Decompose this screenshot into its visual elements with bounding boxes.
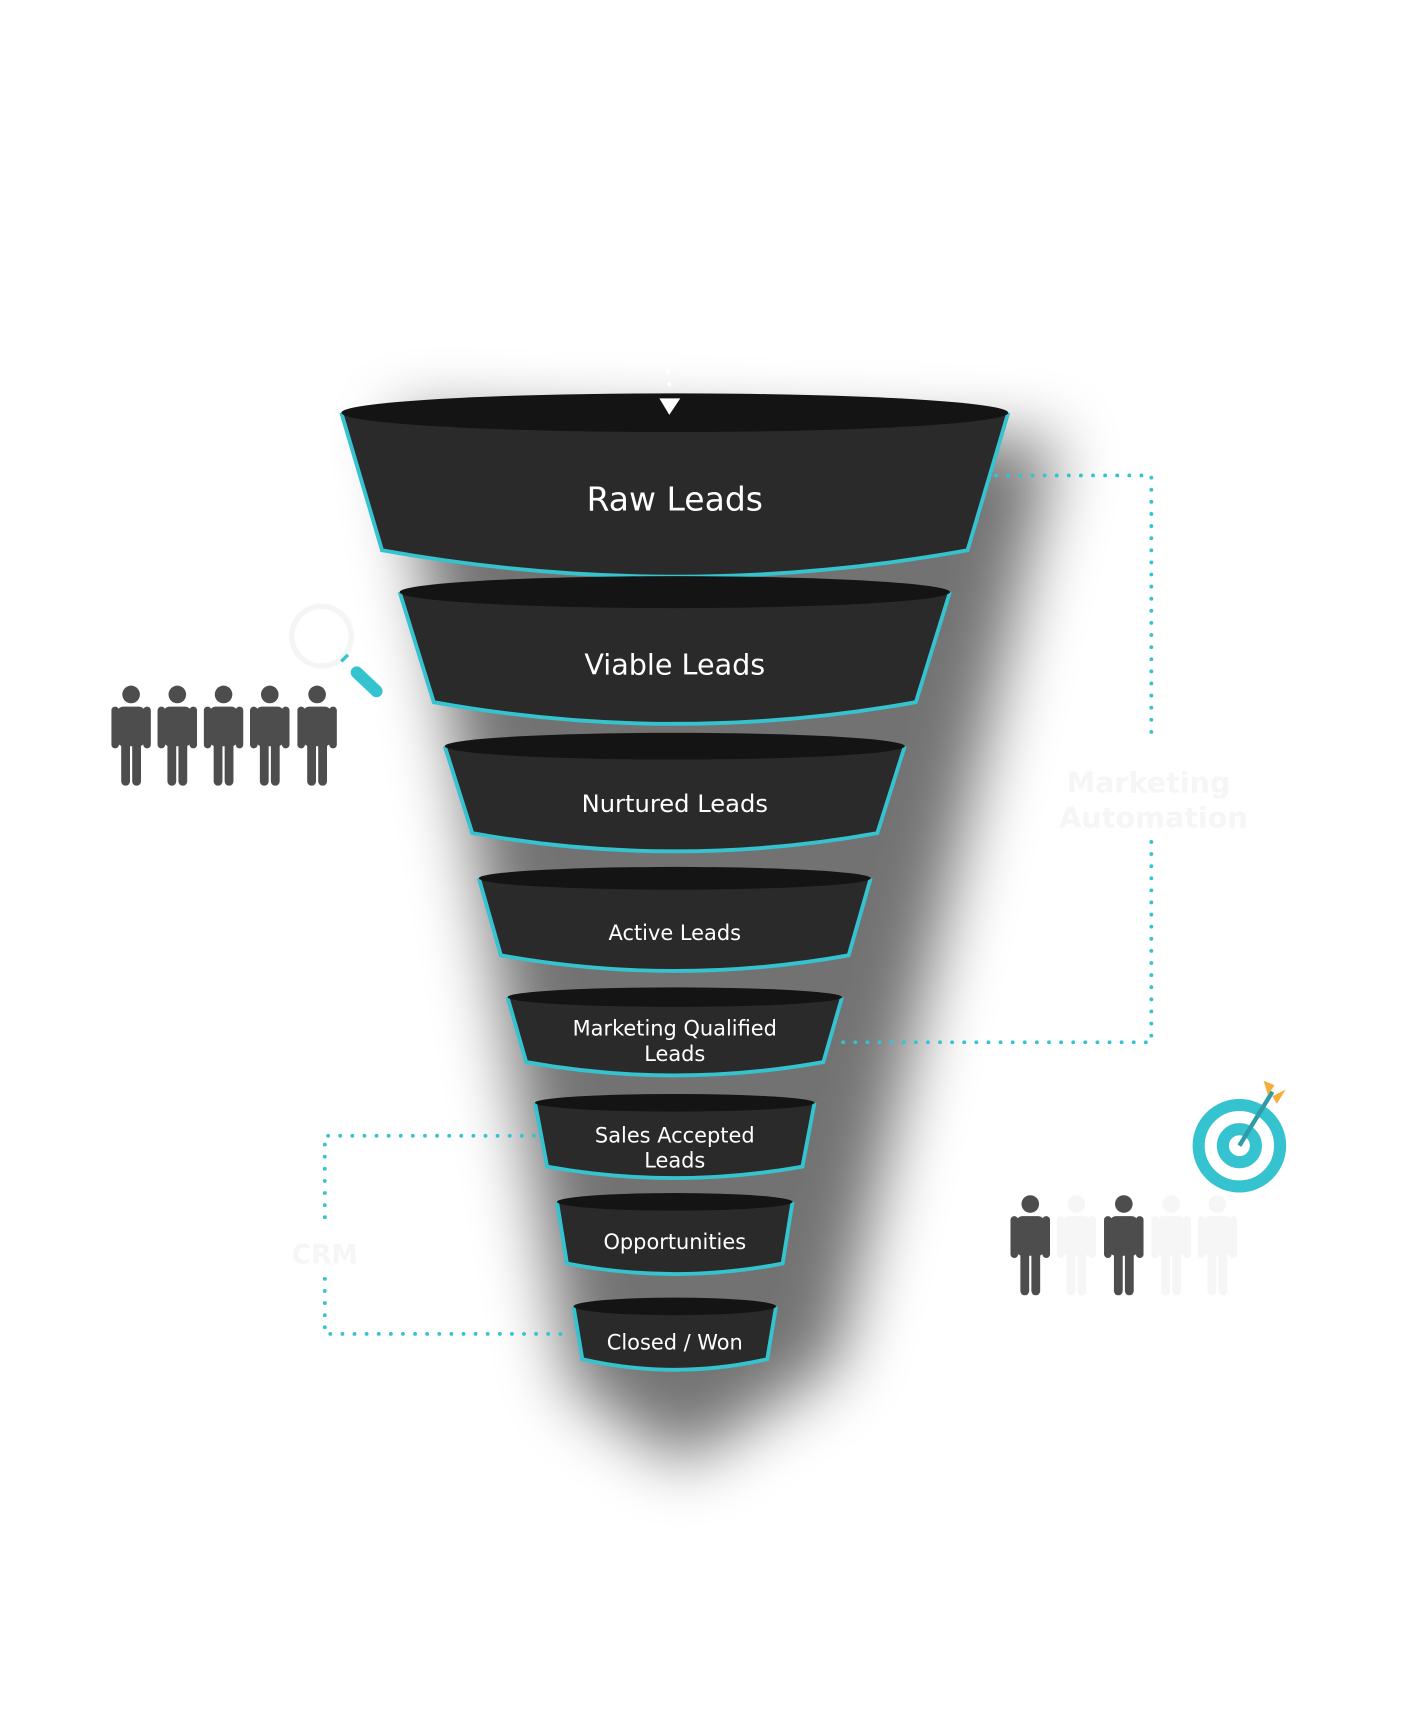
funnel-stage-rim — [507, 987, 843, 1007]
funnel-stage-rim — [573, 1297, 777, 1316]
funnel-stage-rim — [341, 393, 1009, 433]
funnel-stage: Closed / Won — [571, 1297, 778, 1372]
funnel-stage-label-line: Opportunities — [603, 1230, 746, 1254]
funnel-stage-outline — [442, 745, 907, 854]
funnel-stage-outline — [571, 1306, 778, 1372]
funnel-stage-label-line: Leads — [644, 1149, 705, 1173]
funnel-stage-label-line: Leads — [644, 1042, 705, 1066]
funnel-stage-label-line: Raw Leads — [587, 480, 763, 519]
funnel-stage-rim — [557, 1193, 793, 1211]
funnel-stage-label: Active Leads — [609, 921, 741, 945]
funnel-stage-body — [573, 1306, 777, 1370]
target-icon — [1192, 1080, 1287, 1193]
people-pair-icon — [1010, 1195, 1238, 1296]
marketing-automation-label: Marketing Automation — [1059, 765, 1247, 834]
funnel-stage-rim — [399, 576, 950, 609]
funnel-stage-rim — [535, 1093, 815, 1112]
funnel-stage-label-line: Viable Leads — [584, 648, 765, 682]
funnel-stage-label-line: Nurtured Leads — [582, 790, 768, 818]
funnel-stage: Active Leads — [477, 866, 873, 973]
funnel-stage-outline — [533, 1102, 817, 1180]
funnel-stage-body — [535, 1102, 815, 1179]
funnel-stage: Raw Leads — [339, 393, 1011, 579]
funnel-stage-body — [341, 412, 1009, 577]
funnel-stage-label-line: Active Leads — [609, 921, 741, 945]
funnel-stage-rim — [444, 732, 905, 760]
funnel-stage-label: Raw Leads — [587, 480, 763, 519]
magnifying-glass-icon — [289, 603, 383, 698]
crm-connector-bottom — [322, 1276, 573, 1336]
funnel-stage-label-line: Closed / Won — [607, 1330, 743, 1354]
funnel-stage-body — [507, 997, 843, 1076]
funnel-stage-body — [399, 592, 950, 724]
connectors — [322, 473, 1154, 1336]
funnel-stage-label: Opportunities — [603, 1230, 746, 1254]
down-arrow-icon — [659, 357, 681, 415]
funnel-stage-body — [557, 1201, 793, 1275]
funnel-stage-outline — [505, 996, 844, 1078]
funnel-stage-label: Nurtured Leads — [582, 790, 768, 818]
funnel-stage-body — [478, 878, 871, 971]
funnel-stage-label: Viable Leads — [584, 648, 765, 682]
funnel-stage-rim — [478, 866, 871, 890]
funnel-stage: Viable Leads — [397, 576, 952, 726]
crm-connector-top — [322, 1133, 536, 1224]
funnel-stage-label-line: Marketing Qualified — [573, 1017, 777, 1041]
funnel-stage-label: Closed / Won — [607, 1330, 743, 1354]
funnel-stage: Nurtured Leads — [442, 732, 907, 854]
funnel-stage-body — [444, 746, 905, 852]
crm-label: CRM — [292, 1239, 358, 1270]
funnel-stage-outline — [555, 1201, 795, 1276]
funnel-stage-outline — [397, 591, 952, 726]
people-group-icon — [111, 685, 337, 786]
funnel-stage: Opportunities — [555, 1193, 795, 1276]
funnel-stage-outline — [477, 877, 873, 973]
funnel-stage-label-line: Sales Accepted — [595, 1123, 755, 1147]
